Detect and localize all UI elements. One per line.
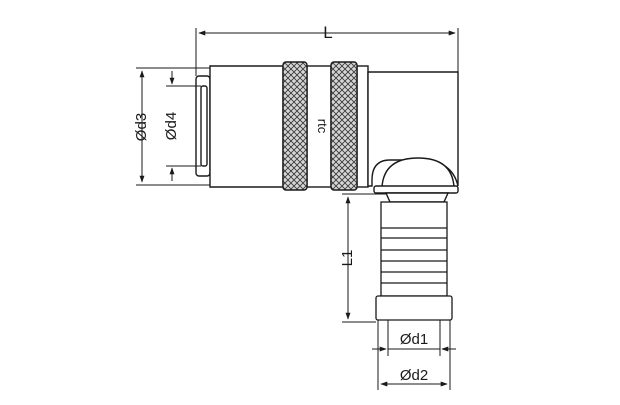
knurled-ring-front <box>282 61 308 191</box>
dimension-d4 <box>166 71 201 181</box>
sleeve-rear <box>356 65 369 188</box>
outlet-neck <box>384 192 450 203</box>
knurled-ring-rear <box>330 61 358 191</box>
dimension-label-d1: Ød1 <box>400 331 428 348</box>
outlet-base-plate <box>373 185 459 194</box>
hose-tail <box>380 201 448 297</box>
dimension-label-d4: Ød4 <box>163 112 180 140</box>
dimension-label-d3: Ød3 <box>133 113 150 141</box>
elbow-dome <box>381 157 455 188</box>
dimension-d3 <box>136 67 210 186</box>
logo-text: rtc <box>315 119 330 134</box>
sleeve-body <box>209 65 284 188</box>
dimension-d2 <box>377 320 451 390</box>
dimension-label-L: L <box>323 23 332 42</box>
hose-tail-end <box>375 295 453 321</box>
elbow-housing <box>367 71 459 187</box>
dimension-label-L1: L1 <box>339 250 356 267</box>
dimension-label-d2: Ød2 <box>400 367 428 384</box>
front-nose-inner <box>200 85 208 167</box>
dimension-d1 <box>372 320 456 356</box>
dimension-L1 <box>342 193 386 323</box>
hose-tail-ribs <box>381 227 447 284</box>
sleeve-middle <box>306 65 332 188</box>
